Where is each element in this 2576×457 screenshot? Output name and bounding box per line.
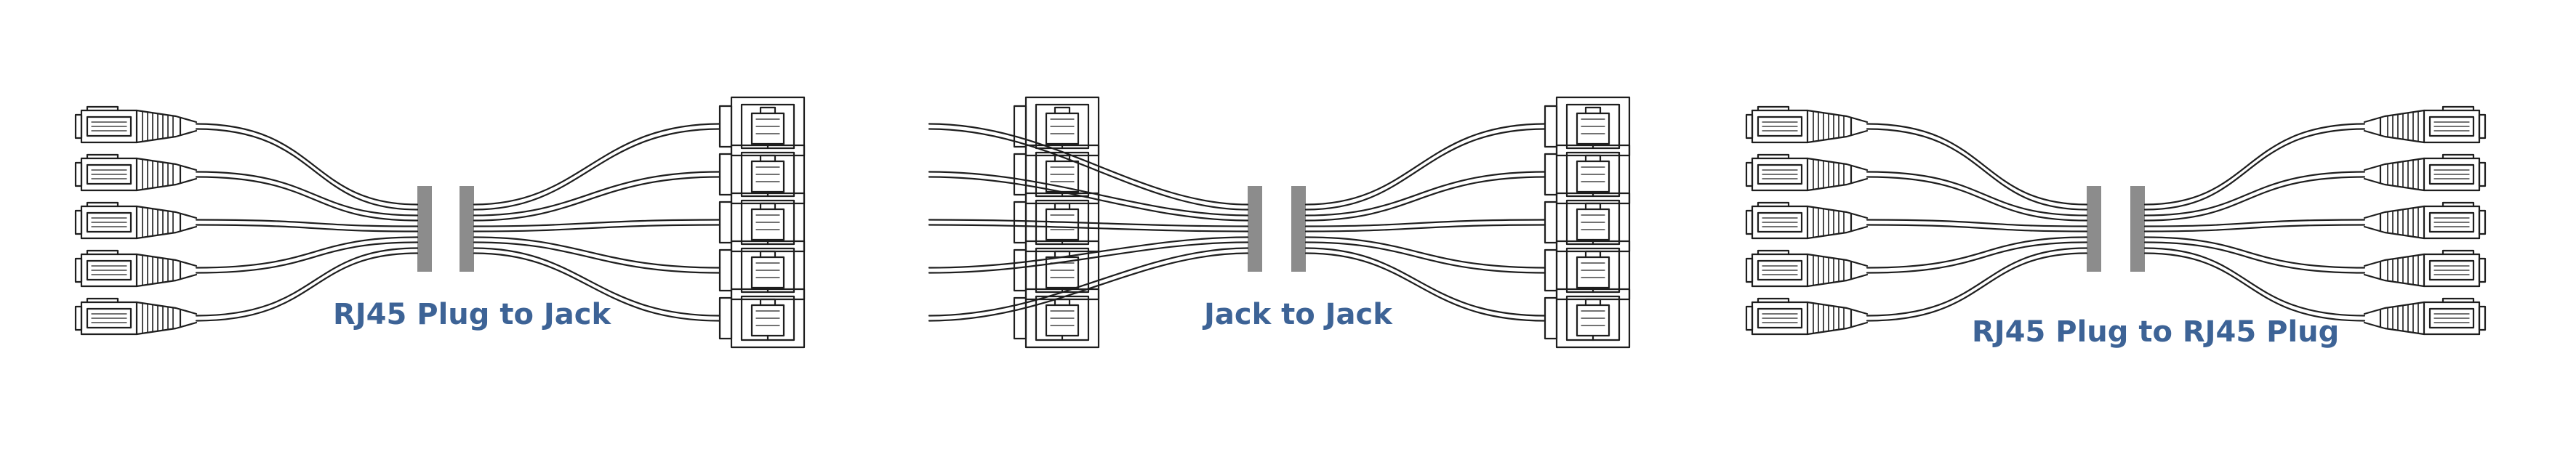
rj45-plug-icon	[74, 249, 198, 288]
rj45-jack-icon	[1544, 288, 1631, 349]
left-cable-5	[928, 247, 1249, 322]
left-cable-4	[195, 236, 419, 274]
rj45-plug-icon	[1745, 201, 1869, 240]
cable-assembly-2	[928, 96, 1631, 349]
ferrule-left	[2087, 186, 2101, 272]
ferrule-right	[2130, 186, 2145, 272]
rj45-jack-icon	[718, 144, 806, 205]
ferrule-left	[417, 186, 432, 272]
ferrule-right	[1291, 186, 1306, 272]
left-cable-1	[928, 123, 1249, 211]
left-cable-3	[1866, 219, 2088, 232]
rj45-jack-icon	[1013, 288, 1100, 349]
rj45-plug-icon	[1745, 297, 1869, 336]
left-cable-3	[928, 219, 1249, 232]
left-cable-1	[195, 123, 419, 211]
left-cable-4	[1866, 236, 2088, 274]
left-cable-1	[1866, 123, 2088, 211]
right-cable-4	[473, 236, 721, 274]
rj45-jack-icon	[718, 288, 806, 349]
rj45-jack-icon	[718, 240, 806, 301]
rj45-plug-icon	[2363, 249, 2487, 288]
right-cable-2	[1304, 171, 1546, 222]
rj45-plug-icon	[2363, 297, 2487, 336]
left-cable-5	[195, 247, 419, 322]
rj45-plug-icon	[1745, 249, 1869, 288]
rj45-jack-icon	[718, 96, 806, 157]
rj45-jack-icon	[1544, 144, 1631, 205]
right-cable-5	[1304, 247, 1546, 322]
rj45-jack-icon	[1013, 240, 1100, 301]
rj45-jack-icon	[1544, 192, 1631, 253]
left-cable-5	[1866, 247, 2088, 322]
rj45-jack-icon	[1013, 96, 1100, 157]
rj45-plug-icon	[1745, 105, 1869, 144]
right-cable-3	[473, 219, 721, 232]
rj45-plug-icon	[1745, 153, 1869, 192]
assembly-label-jack-to-jack: Jack to Jack	[1204, 298, 1392, 331]
right-cable-1	[1304, 123, 1546, 211]
right-cable-2	[2143, 171, 2366, 222]
right-cable-1	[2143, 123, 2366, 211]
rj45-plug-icon	[74, 153, 198, 192]
rj45-jack-icon	[718, 192, 806, 253]
cable-assembly-1	[74, 96, 806, 349]
rj45-jack-icon	[1544, 96, 1631, 157]
cable-assembly-3	[1745, 105, 2487, 336]
left-cable-3	[195, 219, 419, 232]
rj45-plug-icon	[74, 297, 198, 336]
right-cable-1	[473, 123, 721, 211]
rj45-jack-icon	[1013, 144, 1100, 205]
assembly-label-plug-to-jack: RJ45 Plug to Jack	[333, 298, 611, 331]
rj45-plug-icon	[2363, 201, 2487, 240]
ferrule-right	[460, 186, 474, 272]
ferrule-left	[1248, 186, 1262, 272]
right-cable-3	[2143, 219, 2366, 232]
right-cable-4	[2143, 236, 2366, 274]
rj45-plug-icon	[74, 105, 198, 144]
right-cable-5	[2143, 247, 2366, 322]
left-cable-2	[195, 171, 419, 222]
right-cable-2	[473, 171, 721, 222]
rj45-plug-icon	[2363, 153, 2487, 192]
right-cable-4	[1304, 236, 1546, 274]
left-cable-2	[1866, 171, 2088, 222]
rj45-jack-icon	[1544, 240, 1631, 301]
rj45-plug-icon	[74, 201, 198, 240]
right-cable-3	[1304, 219, 1546, 232]
rj45-plug-icon	[2363, 105, 2487, 144]
left-cable-4	[928, 236, 1249, 274]
right-cable-5	[473, 247, 721, 322]
assembly-label-plug-to-plug: RJ45 Plug to RJ45 Plug	[1972, 315, 2340, 349]
